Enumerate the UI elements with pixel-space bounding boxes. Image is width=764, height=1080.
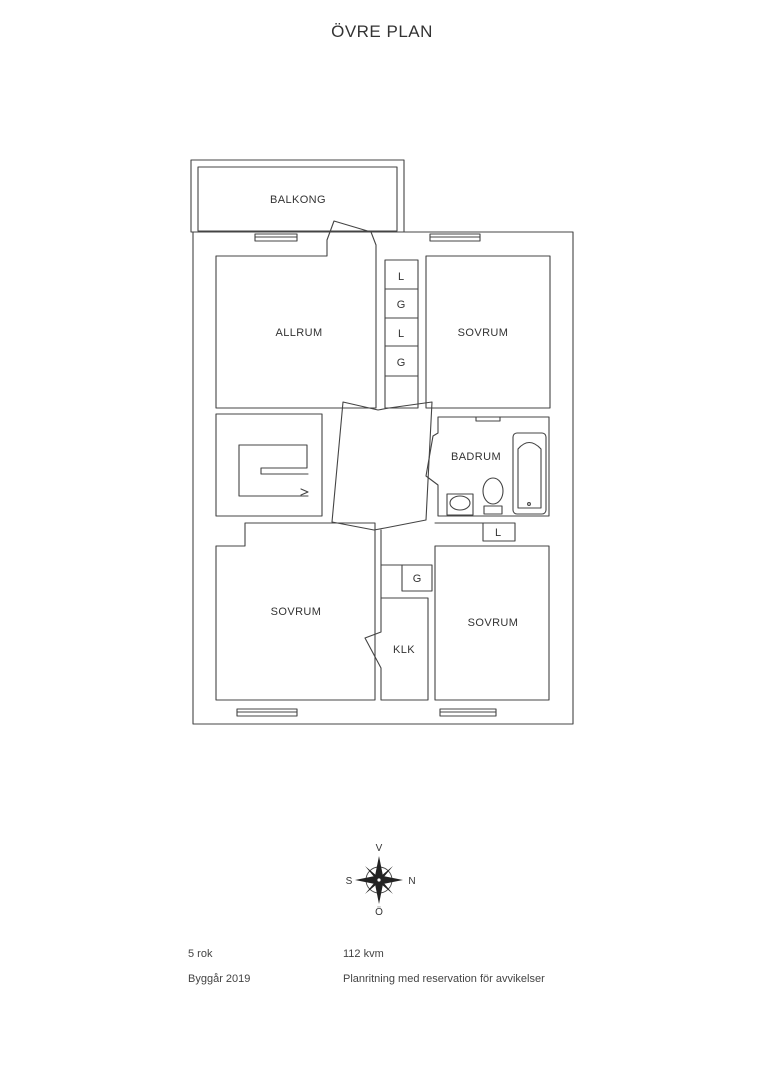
closet-column-top <box>384 259 419 409</box>
room-klk <box>364 597 429 701</box>
stairs <box>215 413 323 517</box>
interior-walls <box>380 522 484 599</box>
label-sovrum-bottom-left: SOVRUM <box>271 606 322 618</box>
label-klk: KLK <box>393 644 415 656</box>
closet-label-l1: L <box>398 271 404 283</box>
compass-label-bottom: Ö <box>375 906 383 918</box>
closet-label-l2: L <box>398 328 404 340</box>
hallway <box>331 401 433 531</box>
closet-label-g3: G <box>413 573 422 585</box>
room-sovrum-top <box>425 255 551 409</box>
closet-l-badrum <box>482 522 516 542</box>
compass-label-top: V <box>376 843 383 854</box>
footer-rooms: 5 rok <box>188 948 213 960</box>
outer-walls <box>192 231 574 725</box>
compass-label-right: N <box>408 876 415 887</box>
label-badrum: BADRUM <box>451 451 501 463</box>
label-balkong: BALKONG <box>270 194 326 206</box>
closet-label-g1: G <box>397 299 406 311</box>
label-sovrum-bottom-right: SOVRUM <box>468 617 519 629</box>
closet-label-l3: L <box>495 527 501 539</box>
page-title: ÖVRE PLAN <box>331 22 433 41</box>
closet-label-g2: G <box>397 357 406 369</box>
room-sovrum-bottom-right <box>434 545 550 701</box>
closet-g-bottom <box>401 564 433 592</box>
room-sovrum-bottom-left <box>215 522 376 701</box>
compass-label-left: S <box>346 876 353 887</box>
windows <box>236 233 497 717</box>
label-sovrum-top: SOVRUM <box>458 327 509 339</box>
footer-disclaimer: Planritning med reservation för avvikels… <box>343 973 545 985</box>
footer-year: Byggår 2019 <box>188 973 251 985</box>
label-allrum: ALLRUM <box>275 327 322 339</box>
room-allrum <box>215 220 377 409</box>
footer-area: 112 kvm <box>343 948 384 960</box>
room-badrum <box>425 416 550 517</box>
compass-rose-icon <box>355 856 403 904</box>
